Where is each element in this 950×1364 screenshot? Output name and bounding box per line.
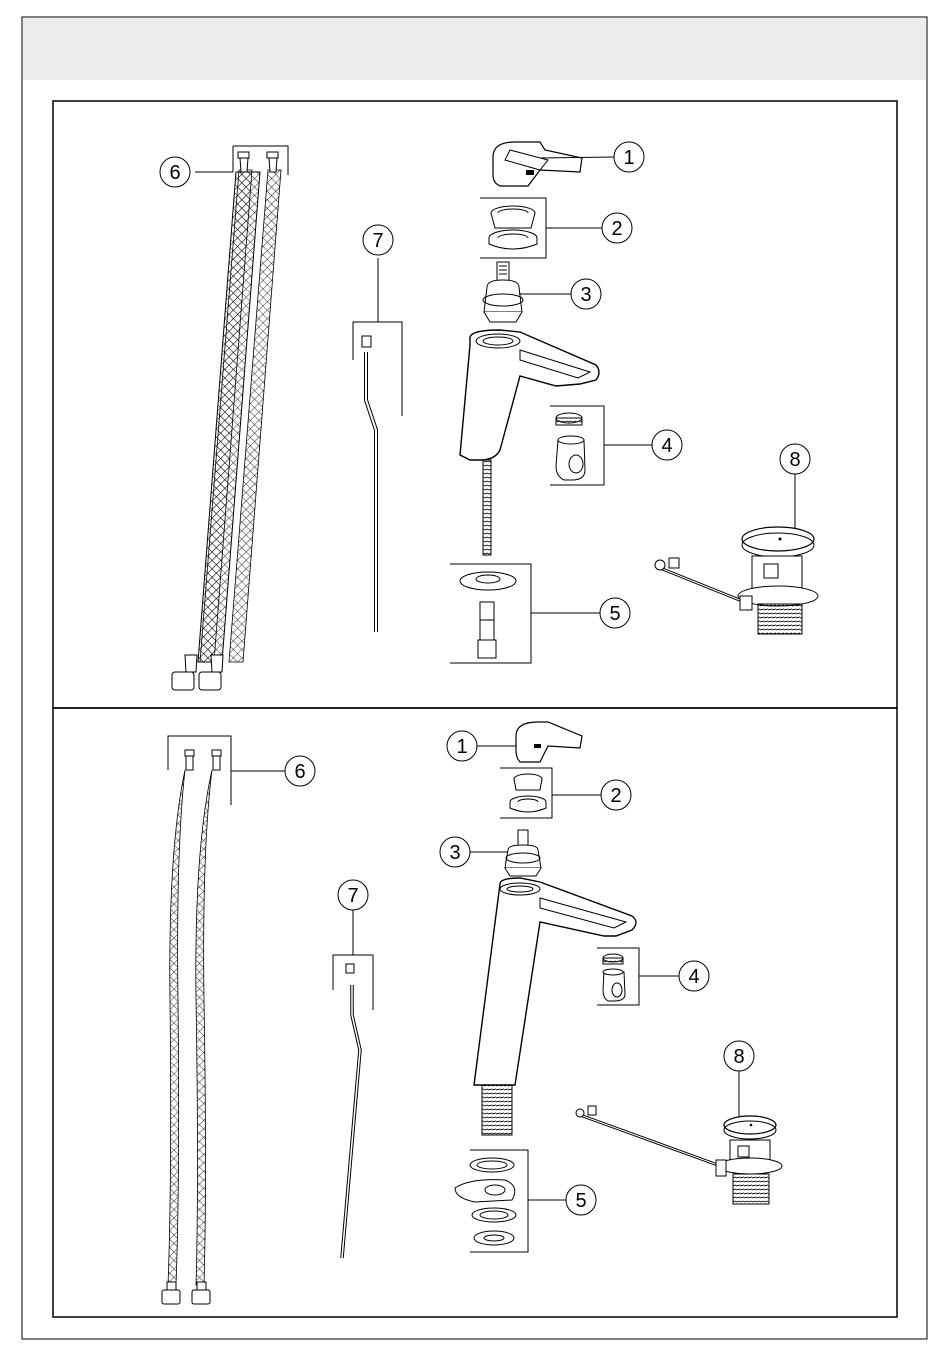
svg-text:6: 6 (294, 761, 305, 783)
aerator-illustration (550, 406, 604, 485)
header-band (23, 18, 926, 80)
callout-6: 6 (160, 157, 190, 187)
svg-text:5: 5 (575, 1190, 586, 1212)
svg-text:4: 4 (688, 966, 699, 988)
svg-text:1: 1 (456, 736, 467, 758)
callout-8: 8 (724, 1041, 754, 1071)
svg-text:2: 2 (610, 785, 621, 807)
svg-text:6: 6 (169, 162, 180, 184)
svg-text:8: 8 (789, 449, 800, 471)
svg-text:3: 3 (580, 284, 591, 306)
svg-text:7: 7 (372, 230, 383, 252)
handle-illustration (493, 142, 582, 186)
svg-text:7: 7 (347, 885, 358, 907)
svg-text:3: 3 (449, 842, 460, 864)
svg-text:5: 5 (609, 603, 620, 625)
pop-up-waste-illustration (576, 1106, 782, 1204)
callout-4: 4 (679, 961, 709, 991)
callout-7: 7 (363, 225, 393, 255)
pop-up-rod-illustration (353, 258, 402, 632)
pop-up-rod-illustration (333, 910, 373, 1258)
callout-2: 2 (601, 780, 631, 810)
panel-standard-mixer: 1 2 3 4 5 6 7 8 (53, 101, 897, 708)
pop-up-waste-illustration (655, 527, 818, 634)
callout-6: 6 (285, 756, 315, 786)
svg-text:8: 8 (733, 1046, 744, 1068)
callout-8: 8 (780, 444, 810, 474)
svg-text:1: 1 (623, 147, 634, 169)
tap-body-illustration (474, 878, 636, 1135)
cartridge-illustration (505, 830, 541, 876)
flexible-hoses-illustration (162, 736, 285, 1304)
svg-text:2: 2 (611, 218, 622, 240)
aerator-illustration (597, 948, 639, 1005)
callout-1: 1 (447, 731, 477, 761)
fixing-set-illustration (450, 564, 531, 663)
cartridge-cover-illustration (500, 768, 552, 818)
cartridge-illustration (483, 262, 523, 322)
callout-5: 5 (566, 1185, 596, 1215)
page-frame (22, 17, 927, 1339)
svg-text:4: 4 (661, 435, 672, 457)
callout-7: 7 (338, 880, 368, 910)
callout-4: 4 (652, 430, 682, 460)
cartridge-cover-illustration (480, 198, 546, 258)
callout-2: 2 (602, 213, 632, 243)
panel-tall-mixer: 1 2 3 4 5 6 7 8 (53, 708, 897, 1317)
callout-1: 1 (614, 142, 644, 172)
callout-3: 3 (571, 279, 601, 309)
fixing-set-illustration (455, 1150, 528, 1252)
callout-5: 5 (600, 598, 630, 628)
callout-3: 3 (440, 837, 470, 867)
handle-illustration (516, 722, 582, 762)
flexible-hoses-illustration (172, 146, 288, 690)
